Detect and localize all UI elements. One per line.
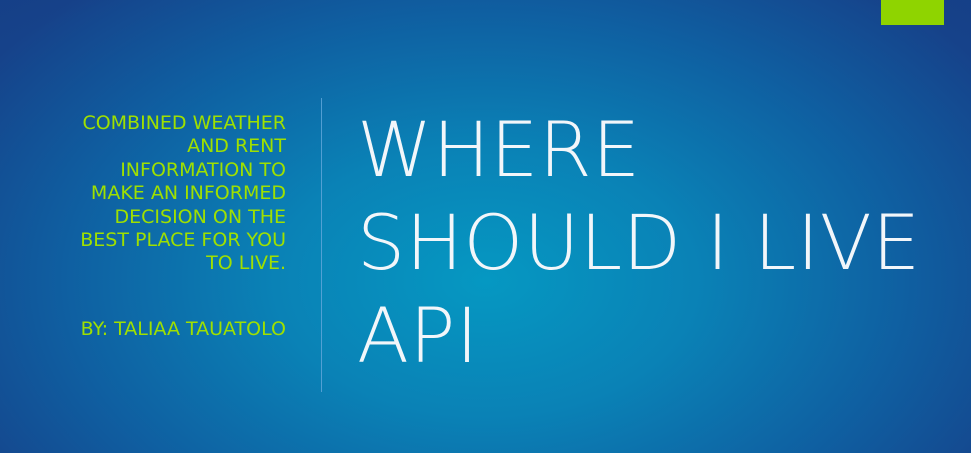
byline: BY: TALIAA TAUATOLO xyxy=(80,317,286,340)
vertical-divider xyxy=(321,98,322,392)
subtitle-line: COMBINED WEATHER xyxy=(82,112,286,134)
subtitle-line: MAKE AN INFORMED xyxy=(90,182,286,205)
subtitle-block: COMBINED WEATHER AND RENT INFORMATION TO… xyxy=(20,112,286,341)
title-line: WHERE xyxy=(357,105,641,194)
title-line: SHOULD I LIVE xyxy=(357,198,921,287)
subtitle-line: INFORMATION TO xyxy=(120,158,286,181)
subtitle-line: TO LIVE. xyxy=(206,252,286,275)
subtitle-line: DECISION ON THE xyxy=(114,205,286,228)
subtitle-line: AND RENT xyxy=(187,135,286,158)
subtitle-spacer xyxy=(20,276,286,318)
accent-square xyxy=(881,0,944,25)
slide-title: WHERE SHOULD I LIVE API xyxy=(357,103,957,382)
subtitle-line: BEST PLACE FOR YOU xyxy=(80,229,286,252)
title-line: API xyxy=(357,291,479,380)
